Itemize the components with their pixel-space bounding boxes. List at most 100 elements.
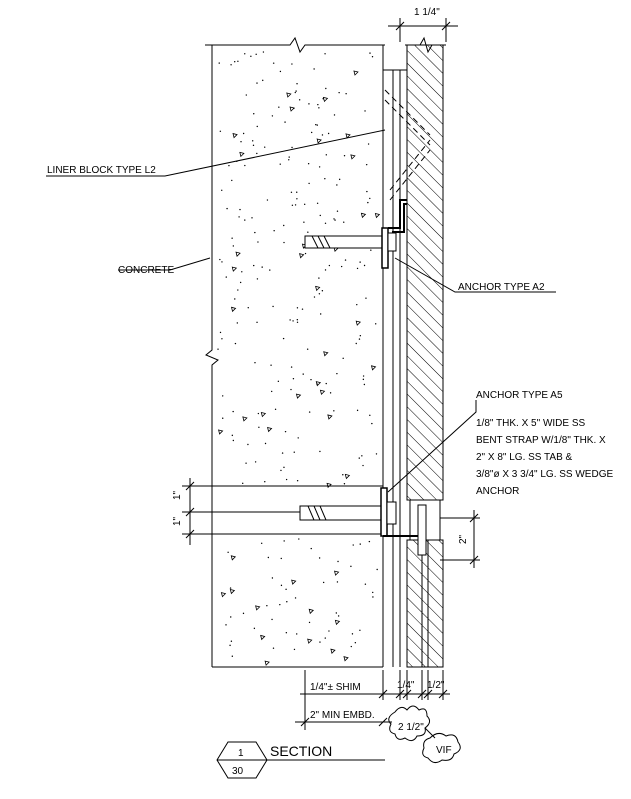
- aggregate-dot: [302, 373, 304, 375]
- aggregate-dot: [253, 264, 255, 267]
- aggregate-triangle: [308, 608, 315, 615]
- aggregate-dot: [316, 202, 319, 205]
- aggregate-dot: [324, 222, 327, 225]
- aggregate-dot: [255, 53, 257, 55]
- aggregate-dot: [261, 266, 263, 268]
- aggregate-dot: [237, 289, 239, 291]
- aggregate-dot: [358, 457, 360, 459]
- aggregate-dot: [288, 159, 290, 161]
- aggregate-dot: [343, 221, 345, 223]
- aggregate-dot: [239, 208, 241, 211]
- anchor-a2-label: ANCHOR TYPE A2: [458, 282, 545, 293]
- aggregate-triangle: [232, 133, 238, 139]
- aggregate-dot: [340, 265, 343, 268]
- aggregate-dot: [367, 201, 369, 204]
- detail-title: 1 30 SECTION: [216, 741, 385, 779]
- liner-block: [383, 36, 446, 668]
- aggregate-dot: [219, 331, 222, 334]
- sheet-number: 30: [232, 766, 244, 777]
- aggregate-dot: [286, 601, 288, 603]
- aggregate-dot: [282, 337, 285, 340]
- aggregate-dot: [229, 644, 231, 647]
- aggregate-dot: [266, 199, 269, 201]
- aggregate-triangle: [360, 212, 367, 219]
- aggregate-dot: [256, 125, 258, 128]
- aggregate-dot: [231, 655, 234, 657]
- aggregate-triangle: [353, 70, 359, 76]
- aggregate-dot: [298, 99, 301, 101]
- aggregate-dot: [322, 581, 325, 584]
- aggregate-dot: [278, 106, 280, 108]
- aggregate-dot: [241, 271, 243, 273]
- aggregate-dot: [227, 551, 229, 553]
- aggregate-dot: [294, 597, 297, 599]
- aggregate-triangle: [218, 429, 224, 435]
- aggregate-dot: [328, 630, 330, 632]
- aggregate-dot: [262, 79, 264, 82]
- aggregate-dot: [316, 383, 318, 385]
- aggregate-dot: [271, 577, 274, 579]
- aggregate-dot: [363, 383, 366, 386]
- aggregate-triangle: [229, 588, 236, 595]
- aggregate-dot: [362, 375, 365, 377]
- aggregate-dot: [239, 281, 242, 284]
- aggregate-dot: [317, 103, 319, 106]
- section-title: SECTION: [270, 743, 332, 759]
- aggregate-dot: [315, 123, 317, 126]
- aggregate-dot: [366, 190, 368, 193]
- aggregate-dot: [277, 380, 280, 383]
- aggregate-dot: [293, 451, 295, 453]
- aggregate-dot: [308, 411, 311, 413]
- aggregate-dot: [325, 154, 328, 156]
- aggregate-dot: [369, 197, 371, 200]
- aggregate-dot: [279, 163, 281, 165]
- aggregate-dot: [308, 103, 310, 105]
- aggregate-dot: [333, 218, 335, 220]
- aggregate-dot: [256, 321, 258, 324]
- aggregate-dot: [258, 426, 260, 428]
- aggregate-dot: [244, 53, 246, 55]
- aggregate-dot: [232, 245, 235, 247]
- aggregate-dot: [325, 87, 327, 90]
- aggregate-dot: [329, 392, 332, 394]
- a5-note-line-5: ANCHOR: [476, 486, 519, 497]
- aggregate-dot: [369, 52, 371, 54]
- aggregate-dot: [308, 182, 310, 185]
- aggregate-dot: [316, 124, 318, 126]
- aggregate-dot: [308, 621, 311, 624]
- aggregate-triangle: [260, 634, 266, 641]
- aggregate-dot: [361, 455, 363, 457]
- aggregate-dot: [288, 156, 290, 158]
- aggregate-dot: [222, 395, 224, 397]
- aggregate-dot: [294, 91, 296, 94]
- aggregate-dot: [334, 219, 336, 221]
- aggregate-dot: [359, 629, 361, 631]
- aggregate-dot: [232, 439, 235, 442]
- aggregate-dot: [371, 422, 373, 425]
- aggregate-dot: [318, 277, 320, 279]
- detail-number: 1: [238, 748, 244, 759]
- aggregate-dot: [291, 63, 293, 65]
- aggregate-dot: [267, 556, 270, 559]
- aggregate-triangle: [291, 579, 297, 585]
- aggregate-dot: [296, 198, 298, 200]
- aggregate-dot: [251, 217, 253, 219]
- aggregate-dot: [359, 543, 361, 545]
- aggregate-dot: [291, 204, 294, 207]
- aggregate-dot: [283, 241, 285, 244]
- aggregate-dot: [307, 163, 310, 165]
- aggregate-dot: [234, 342, 237, 345]
- aggregate-dot: [310, 547, 312, 550]
- aggregate-dot: [237, 60, 239, 62]
- aggregate-dot: [333, 410, 335, 412]
- aggregate-dot: [303, 203, 306, 206]
- aggregate-dot: [291, 146, 293, 149]
- aggregate-dot: [372, 591, 374, 594]
- aggregate-dot: [351, 633, 354, 635]
- aggregate-triangle: [374, 212, 381, 219]
- aggregate-dot: [365, 297, 367, 299]
- aggregate-dot: [234, 298, 236, 300]
- aggregate-dot: [313, 68, 315, 70]
- dim-left-1: 1": [172, 490, 183, 500]
- aggregate-dot: [343, 155, 346, 157]
